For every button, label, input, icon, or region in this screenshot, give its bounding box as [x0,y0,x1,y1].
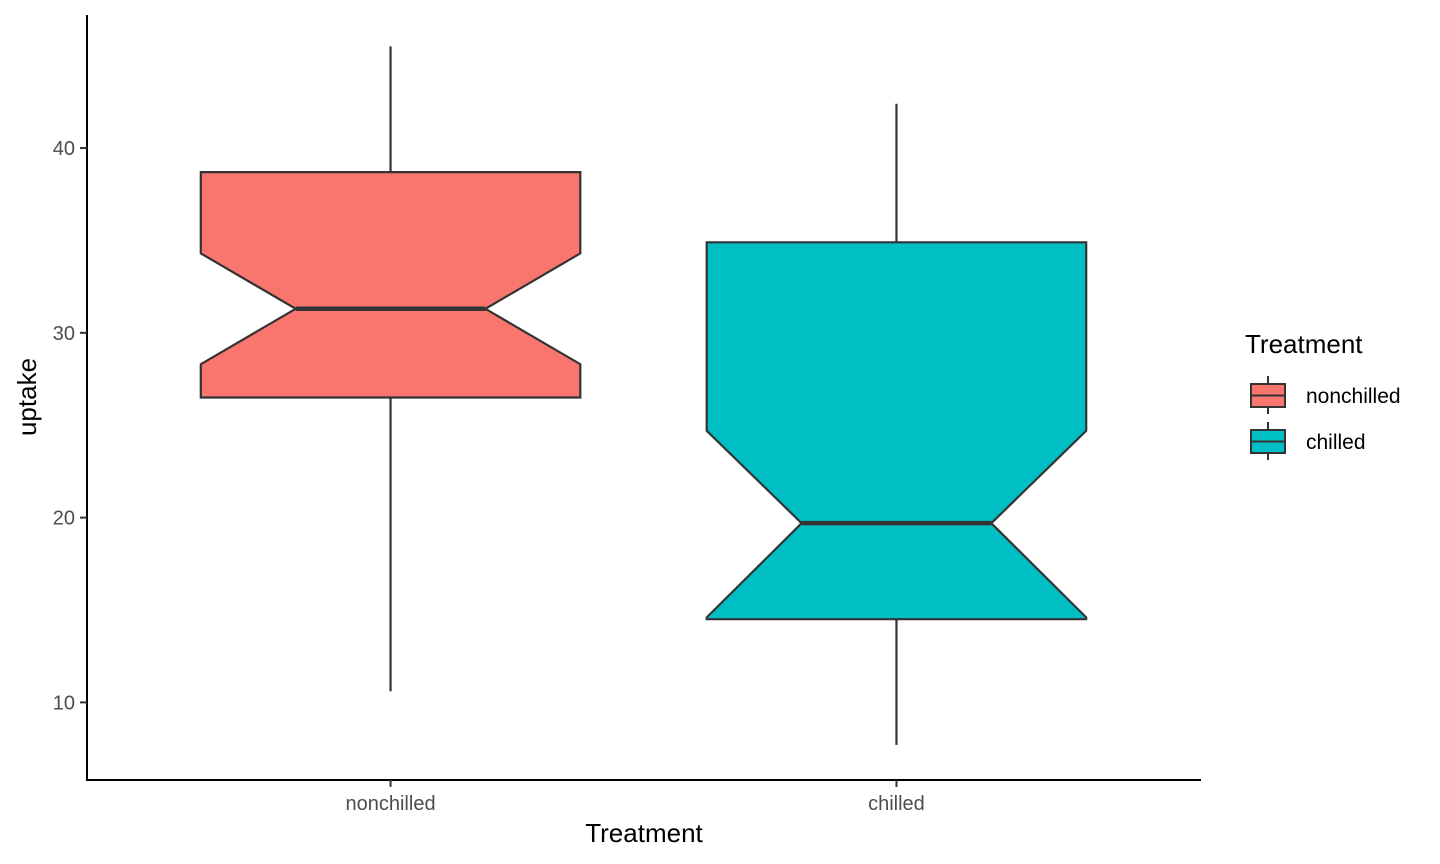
legend-entries: nonchilled chilled [1250,376,1401,460]
legend-entry-nonchilled: nonchilled [1250,376,1401,414]
legend-label: chilled [1306,431,1366,454]
box-body [199,171,582,399]
x-tick-label: nonchilled [346,793,436,815]
legend: Treatment nonchilled chilled [1245,329,1401,460]
legend-label: nonchilled [1306,385,1401,408]
y-tick-label: 40 [53,138,75,160]
box-nonchilled [199,46,582,692]
x-tick-label: chilled [868,793,925,815]
y-tick-label: 10 [53,692,75,714]
box-chilled [705,103,1088,745]
y-tick-label: 20 [53,508,75,530]
box-body [705,241,1088,621]
legend-entry-chilled: chilled [1250,422,1366,460]
y-axis-title: uptake [12,358,42,436]
x-ticks: nonchilled chilled [346,780,925,815]
legend-title: Treatment [1245,329,1363,359]
y-ticks: 10 20 30 40 [53,138,87,714]
boxes-layer [199,46,1088,745]
y-tick-label: 30 [53,323,75,345]
x-axis-title: Treatment [585,818,703,848]
